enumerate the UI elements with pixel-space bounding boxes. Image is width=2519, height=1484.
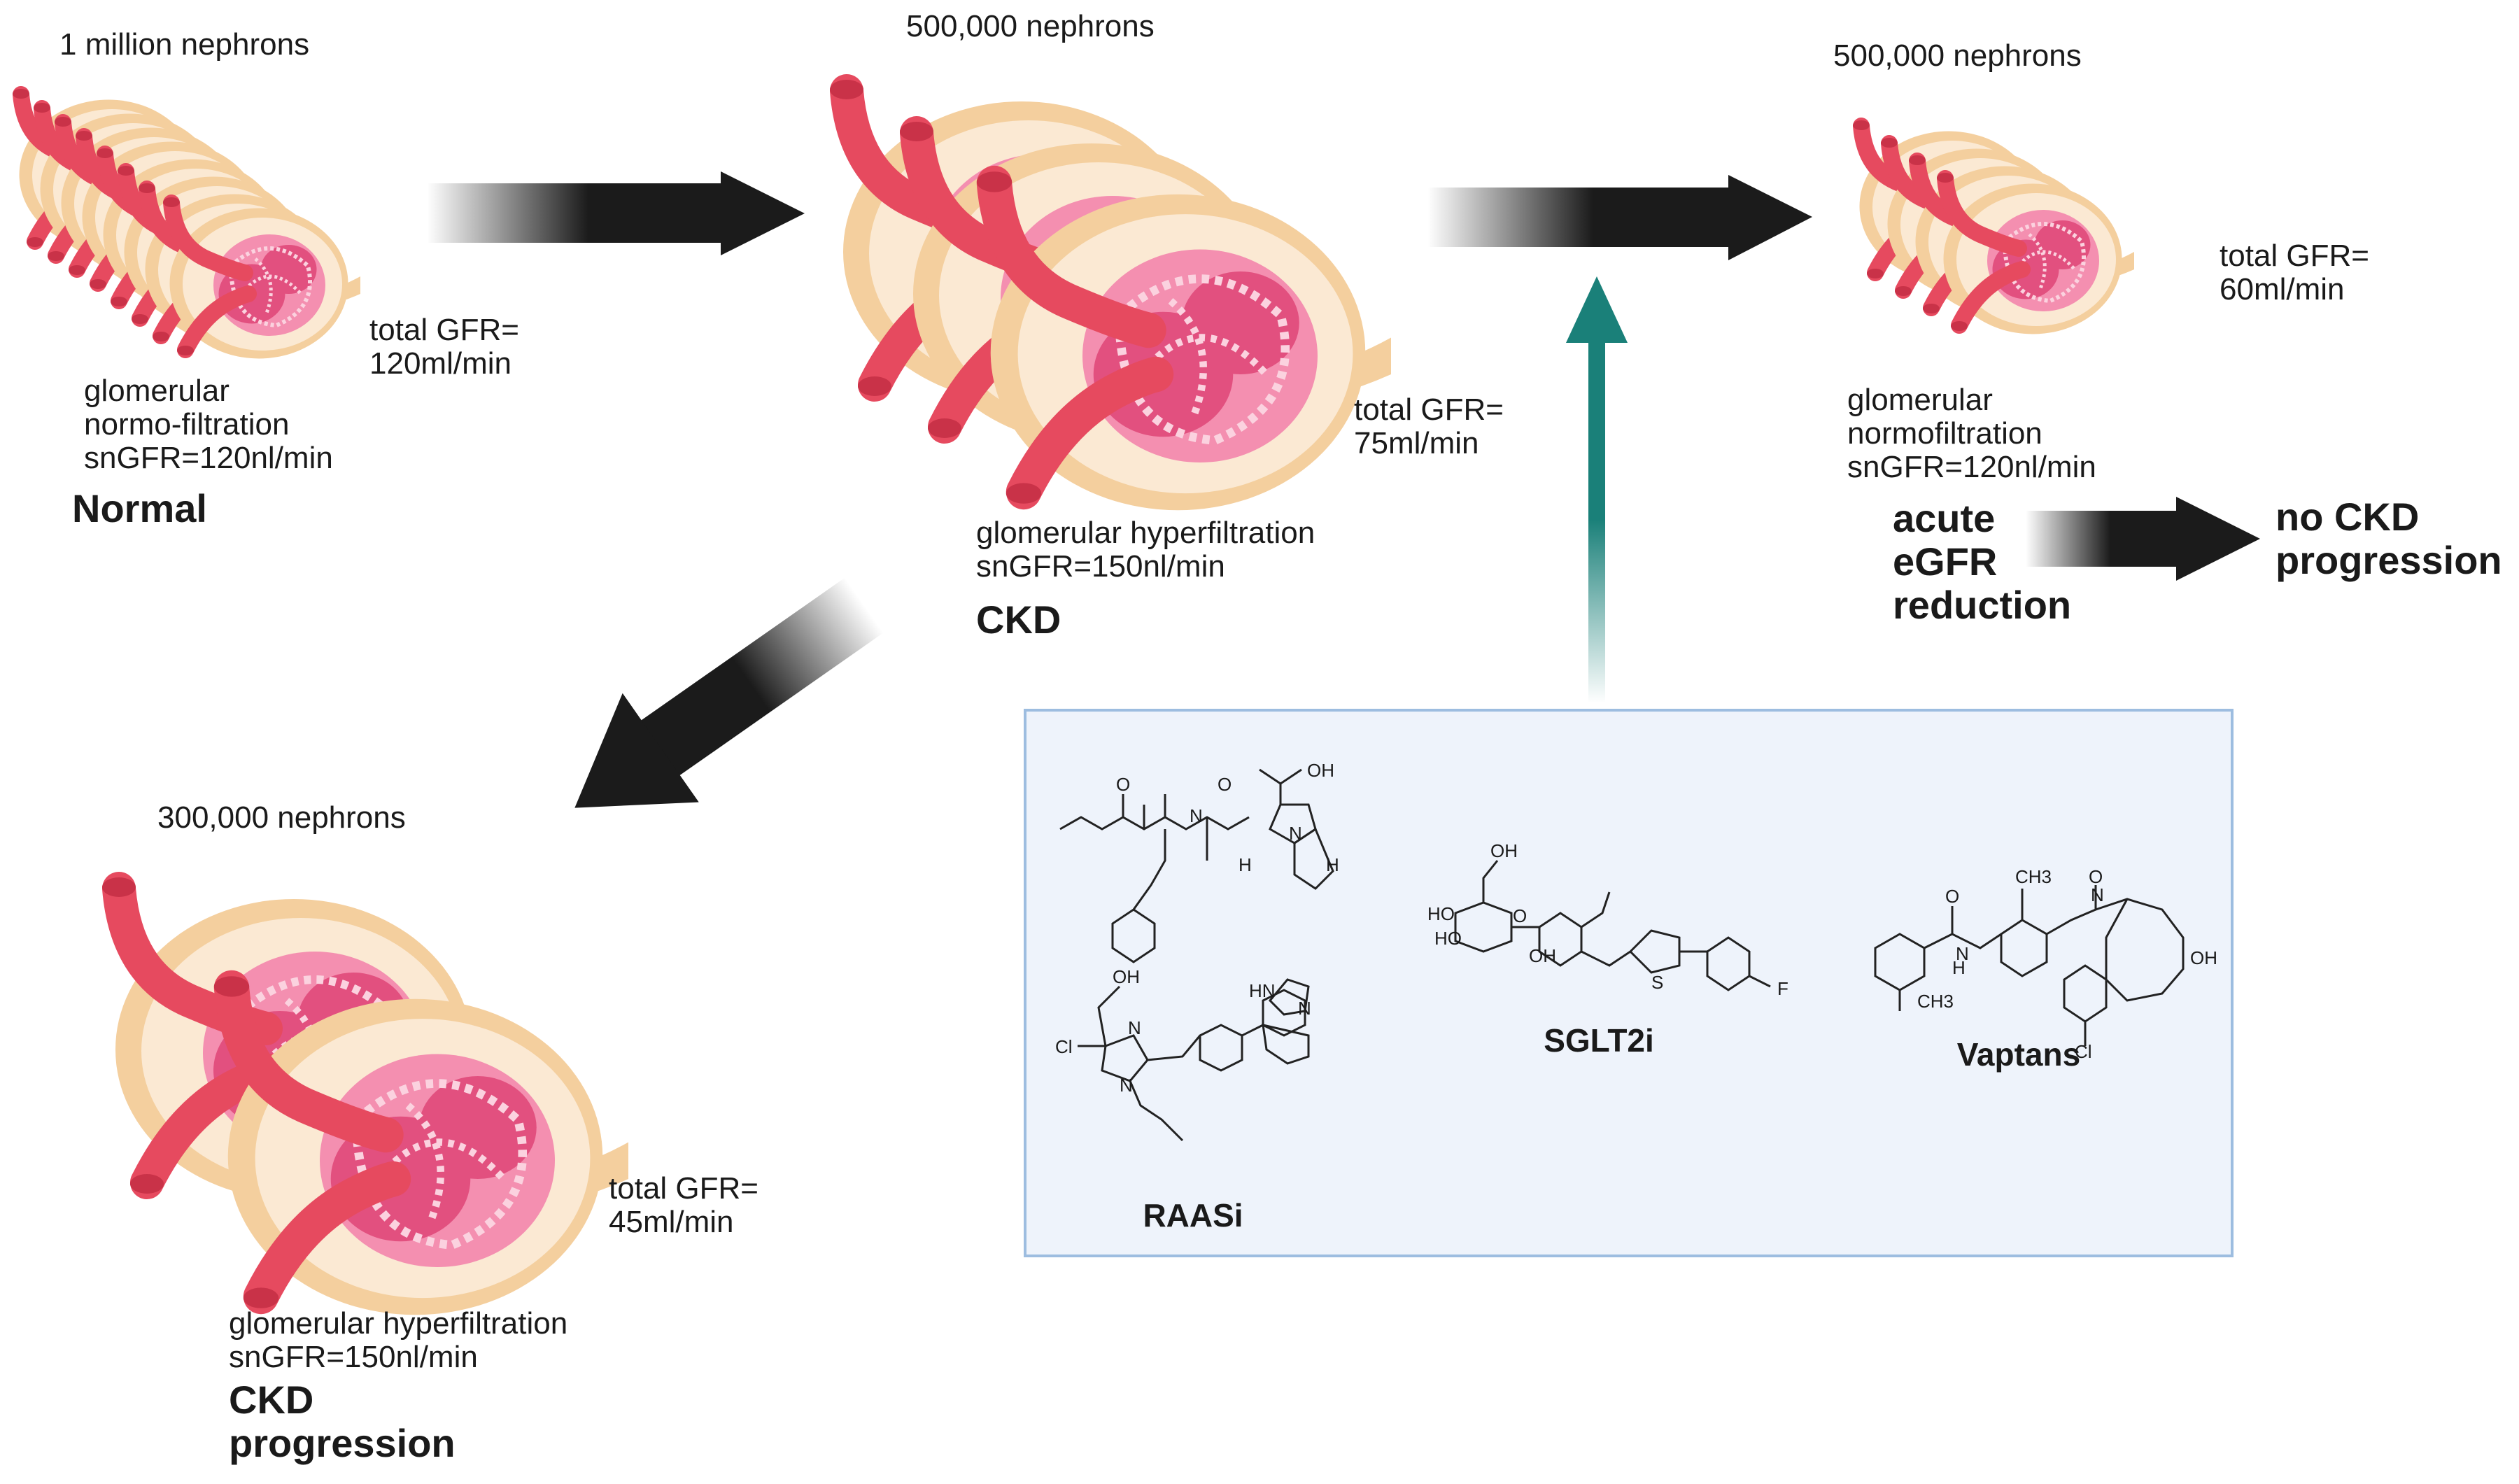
atom-label: HN xyxy=(1249,980,1276,1001)
normal-label: Normal xyxy=(72,486,207,530)
atom-label: OH xyxy=(2190,947,2217,968)
ckd-nephron-stack xyxy=(830,80,1391,510)
treated-total-gfr: total GFR= 60ml/min xyxy=(2220,239,2369,306)
ckd-filtration: glomerular hyperfiltration snGFR=150nl/m… xyxy=(976,516,1315,584)
drug-box xyxy=(1024,709,2234,1257)
atom-label: F xyxy=(1777,978,1788,999)
atom-label: H xyxy=(1326,854,1339,875)
atom-label: N xyxy=(2091,884,2104,905)
arrow-treatment-effect xyxy=(1566,276,1628,703)
raasi-arb-structure xyxy=(1078,978,1310,1142)
vaptan-structure xyxy=(1874,885,2185,1046)
atom-label: S xyxy=(1651,972,1663,993)
treated-nephron-count: 500,000 nephrons xyxy=(1833,38,2082,73)
atom-label: H xyxy=(1952,957,1966,978)
no-ckd-progression: no CKD progression xyxy=(2275,495,2502,582)
arrow-ckd-to-treated xyxy=(1427,175,1812,260)
normal-total-gfr: total GFR= 120ml/min xyxy=(369,313,519,381)
acute-egfr-reduction: acute eGFR reduction xyxy=(1893,496,2072,627)
sglt2i-label: SGLT2i xyxy=(1544,1022,1654,1059)
progression-nephron-stack xyxy=(102,877,628,1315)
treated-filtration: glomerular normofiltration snGFR=120nl/m… xyxy=(1847,383,2096,484)
treated-nephron-stack xyxy=(1853,120,2134,334)
ckd-progression-label: CKD progression xyxy=(229,1378,456,1465)
atom-label: O xyxy=(1218,774,1232,795)
raasi-ace-inhibitor-structure xyxy=(1059,768,1334,963)
atom-label: H xyxy=(1239,854,1252,875)
vaptans-label: Vaptans xyxy=(1956,1036,2081,1073)
atom-label: CH3 xyxy=(1917,991,1954,1012)
atom-label: Cl xyxy=(2075,1041,2092,1062)
ckd-label: CKD xyxy=(976,598,1061,642)
normal-nephron-stack xyxy=(13,89,360,359)
atom-label: HO xyxy=(1434,928,1462,949)
arrow-acute-to-no-progression xyxy=(2026,497,2260,581)
sglt2i-structure xyxy=(1454,860,1771,991)
atom-label: HO xyxy=(1427,903,1455,924)
atom-label: N xyxy=(1298,998,1311,1019)
atom-label: O xyxy=(2089,866,2103,887)
normal-nephron-count: 1 million nephrons xyxy=(59,27,310,62)
atom-label: N xyxy=(1289,823,1302,844)
atom-label: OH xyxy=(1490,840,1518,861)
atom-label: N xyxy=(1120,1075,1133,1096)
atom-label: O xyxy=(1116,774,1130,795)
atom-label: O xyxy=(1513,905,1527,926)
atom-label: N xyxy=(1128,1017,1141,1038)
atom-label: Cl xyxy=(1055,1036,1073,1057)
arrow-normal-to-ckd xyxy=(427,171,805,255)
progression-total-gfr: total GFR= 45ml/min xyxy=(609,1171,758,1239)
ckd-nephron-count: 500,000 nephrons xyxy=(906,9,1155,43)
raasi-label: RAASi xyxy=(1143,1197,1243,1234)
atom-label: O xyxy=(1945,886,1959,907)
atom-label: OH xyxy=(1307,760,1334,781)
atom-label: OH xyxy=(1529,945,1556,966)
progression-nephron-count: 300,000 nephrons xyxy=(157,800,406,835)
atom-label: N xyxy=(1190,805,1203,826)
arrow-ckd-to-progression xyxy=(574,577,884,808)
progression-filtration: glomerular hyperfiltration snGFR=150nl/m… xyxy=(229,1306,568,1374)
atom-label: OH xyxy=(1113,966,1140,987)
ckd-total-gfr: total GFR= 75ml/min xyxy=(1354,393,1504,460)
atom-label: N xyxy=(1956,943,1969,964)
normal-filtration: glomerular normo-filtration snGFR=120nl/… xyxy=(84,374,333,475)
atom-label: CH3 xyxy=(2015,866,2052,887)
